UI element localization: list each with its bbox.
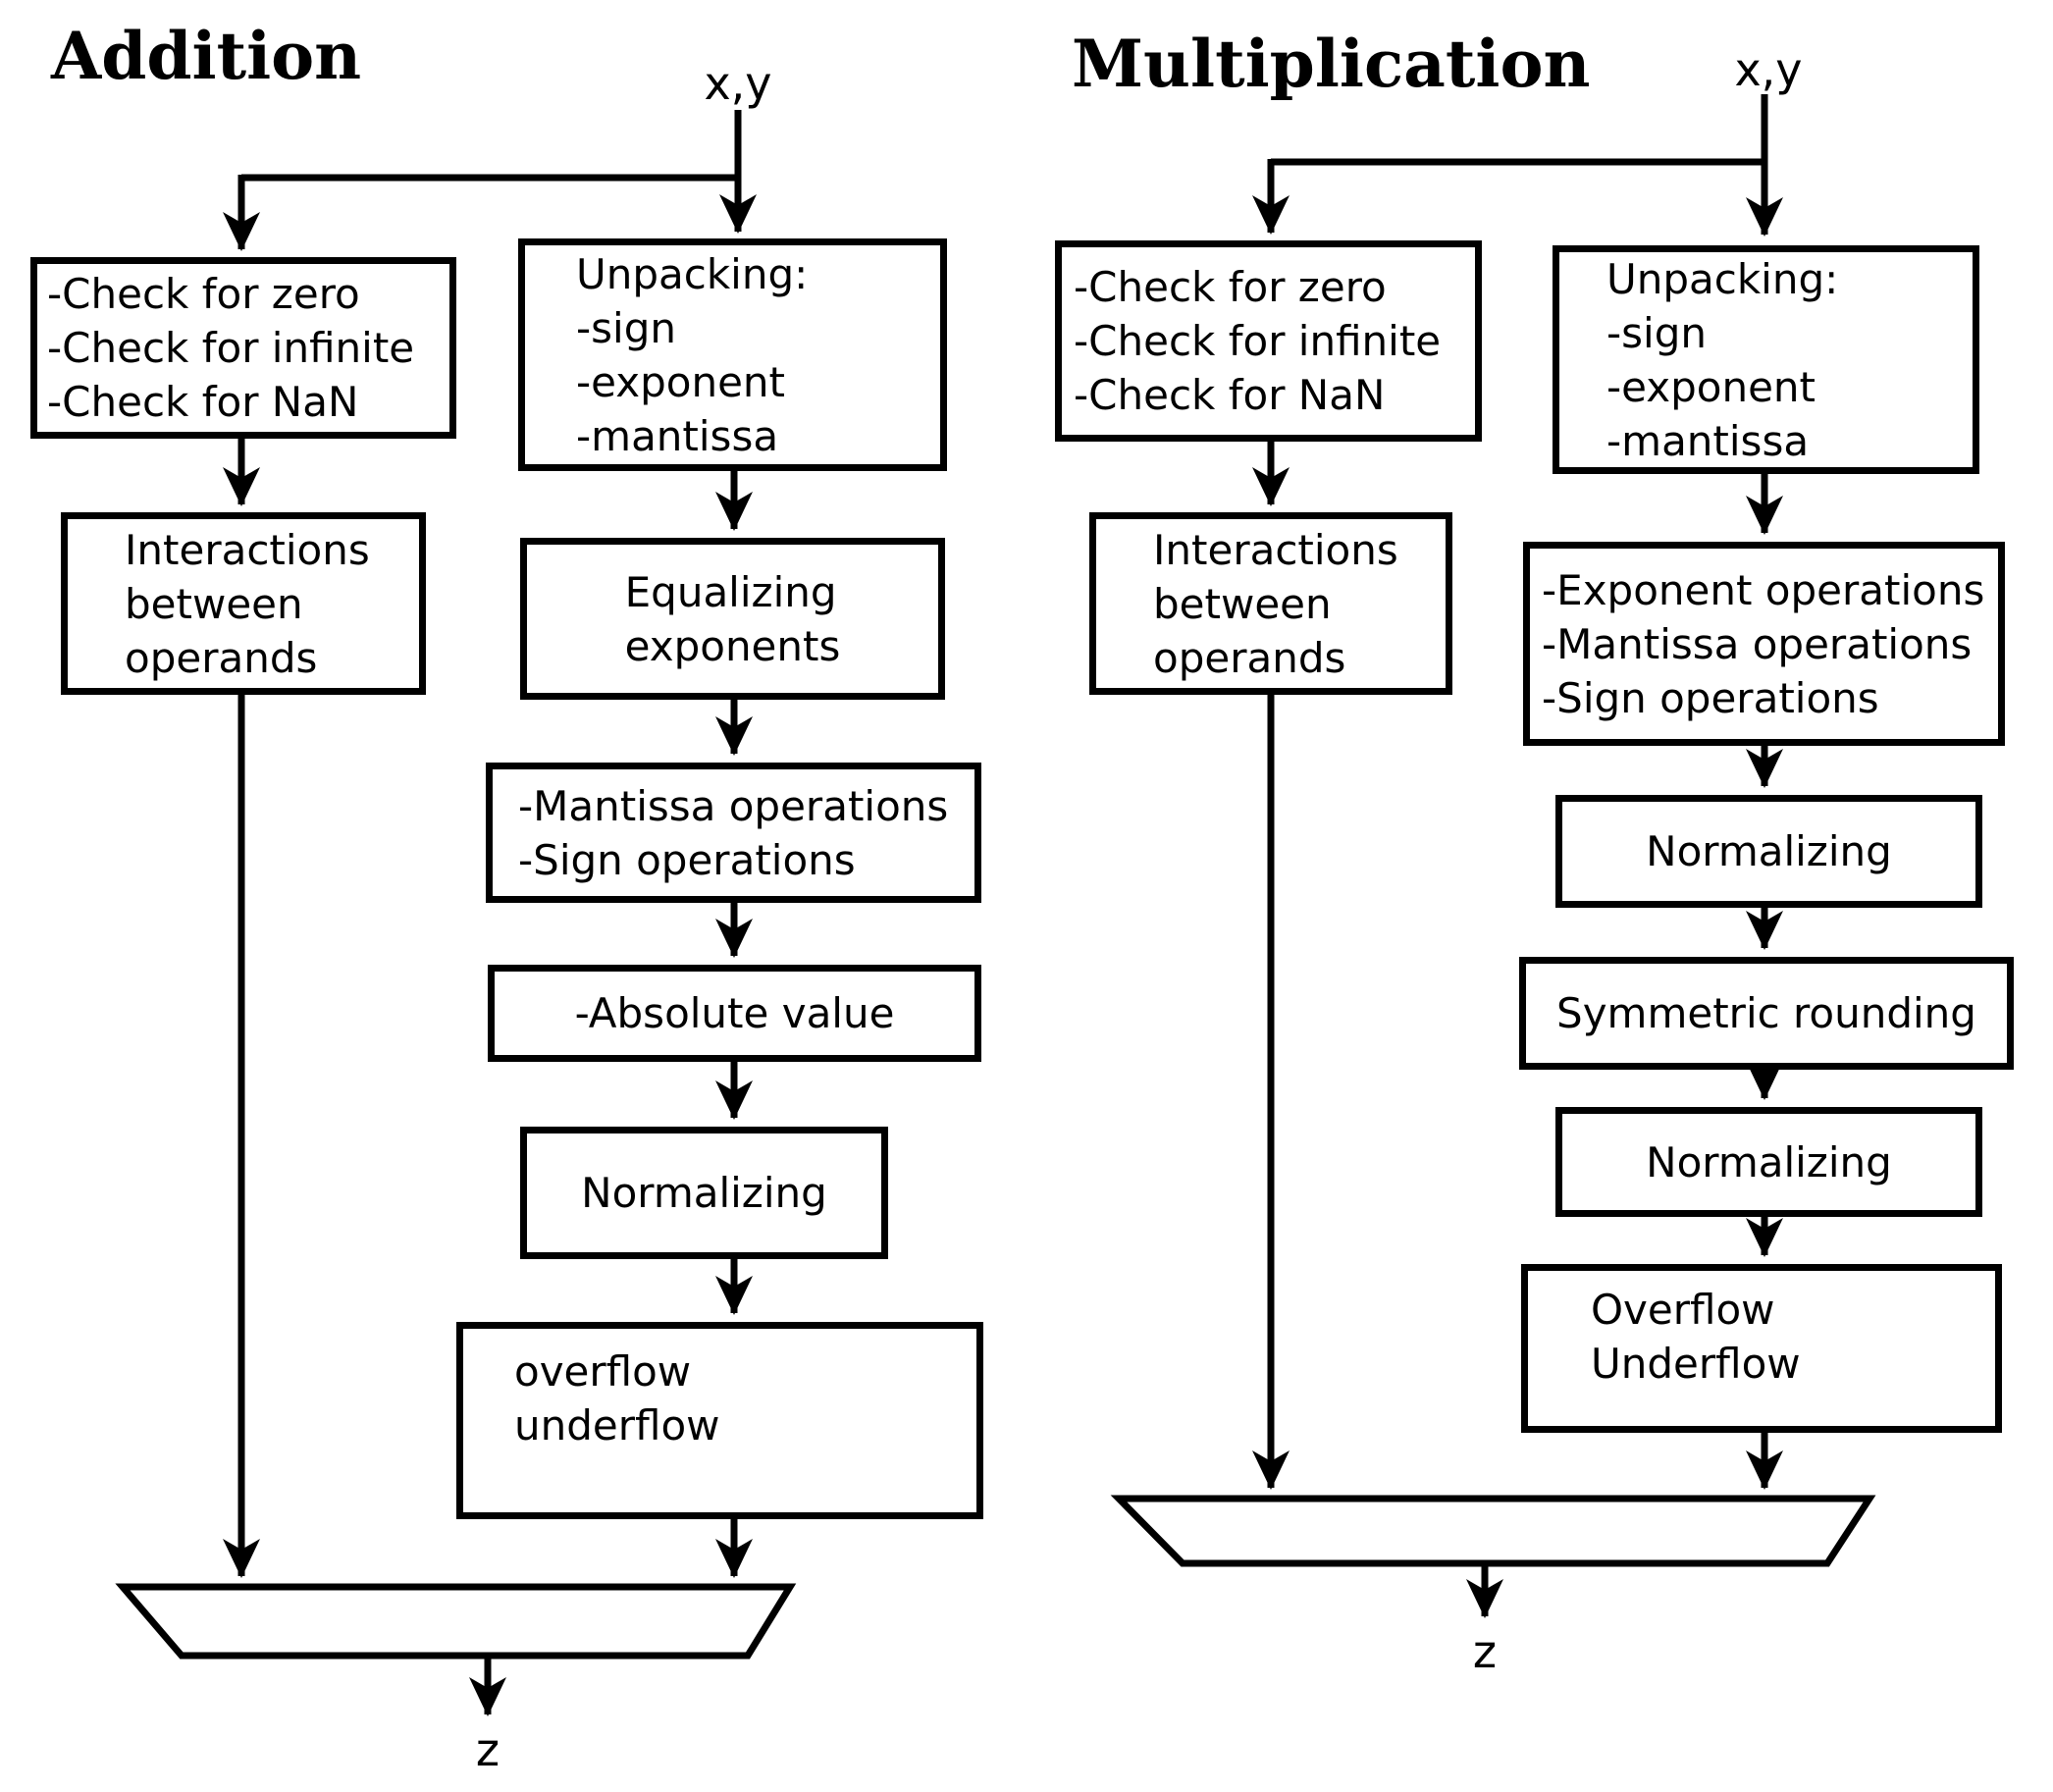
box-line: -Mantissa operations bbox=[1542, 619, 1973, 668]
box-line: between bbox=[125, 579, 303, 628]
multiplication-unpacking-box: Unpacking: -sign -exponent -mantissa bbox=[1553, 245, 1979, 474]
box-line: Equalizing bbox=[624, 567, 837, 616]
addition-check-box: -Check for zero -Check for infinite -Che… bbox=[30, 257, 456, 439]
addition-normalizing-box: Normalizing bbox=[520, 1127, 888, 1259]
box-line: operands bbox=[1153, 633, 1346, 682]
box-line: Overflow bbox=[1591, 1286, 1775, 1334]
multiplication-title: Multiplication bbox=[1072, 26, 1591, 102]
box-line: Normalizing bbox=[581, 1169, 827, 1217]
addition-interactions-box: Interactions between operands bbox=[61, 512, 426, 695]
addition-mantissa-sign-box: -Mantissa operations -Sign operations bbox=[486, 763, 981, 903]
multiplication-normalizing-box-1: Normalizing bbox=[1555, 795, 1982, 908]
multiplication-output-label: z bbox=[1472, 1625, 1498, 1678]
box-line: -exponent bbox=[1606, 362, 1816, 411]
addition-output-label: z bbox=[475, 1723, 500, 1776]
box-line: overflow bbox=[514, 1347, 692, 1396]
box-line: -Sign operations bbox=[1542, 673, 1879, 722]
box-line: between bbox=[1153, 579, 1332, 628]
box-line: Normalizing bbox=[1646, 827, 1892, 875]
multiplication-check-box: -Check for zero -Check for infinite -Che… bbox=[1055, 240, 1482, 442]
box-line: Unpacking: bbox=[576, 249, 809, 298]
box-line: -mantissa bbox=[1606, 416, 1810, 465]
box-line: Normalizing bbox=[1646, 1137, 1892, 1186]
box-line: -Sign operations bbox=[518, 835, 856, 884]
box-line: -sign bbox=[1606, 308, 1707, 357]
multiplication-normalizing-box-2: Normalizing bbox=[1555, 1107, 1982, 1217]
box-line: Interactions bbox=[1153, 525, 1398, 574]
addition-input-label: x,y bbox=[704, 57, 772, 110]
addition-unpacking-box: Unpacking: -sign -exponent -mantissa bbox=[518, 238, 947, 471]
addition-absolute-value-box: -Absolute value bbox=[488, 965, 981, 1062]
box-line: -mantissa bbox=[576, 411, 779, 460]
add-mux-trapezoid bbox=[115, 1583, 797, 1660]
box-line: -Check for NaN bbox=[1074, 371, 1386, 419]
multiplication-input-label: x,y bbox=[1734, 43, 1803, 96]
mult-mux-trapezoid bbox=[1110, 1495, 1876, 1567]
box-line: Interactions bbox=[125, 525, 370, 574]
box-line: -Check for infinite bbox=[47, 324, 415, 372]
box-line: Unpacking: bbox=[1606, 254, 1839, 303]
addition-equalizing-box: Equalizing exponents bbox=[520, 538, 945, 700]
box-line: Underflow bbox=[1591, 1340, 1801, 1388]
box-line: -sign bbox=[576, 303, 676, 352]
box-line: Symmetric rounding bbox=[1556, 989, 1976, 1037]
multiplication-interactions-box: Interactions between operands bbox=[1089, 512, 1452, 695]
box-line: underflow bbox=[514, 1401, 720, 1449]
multiplication-operations-box: -Exponent operations -Mantissa operation… bbox=[1523, 542, 2005, 746]
addition-title: Addition bbox=[51, 18, 362, 94]
box-line: -Check for zero bbox=[47, 270, 360, 318]
box-line: -Check for NaN bbox=[47, 378, 359, 426]
box-line: -exponent bbox=[576, 357, 786, 406]
box-line: -Check for zero bbox=[1074, 263, 1387, 311]
multiplication-overflow-underflow-box: Overflow Underflow bbox=[1521, 1264, 2002, 1433]
box-line: -Mantissa operations bbox=[518, 781, 949, 830]
box-line: -Absolute value bbox=[574, 989, 895, 1037]
box-line: operands bbox=[125, 633, 318, 682]
box-line: -Exponent operations bbox=[1542, 565, 1985, 614]
box-line: -Check for infinite bbox=[1074, 317, 1442, 365]
multiplication-symmetric-rounding-box: Symmetric rounding bbox=[1519, 957, 2014, 1070]
box-line: exponents bbox=[624, 621, 841, 670]
addition-overflow-underflow-box: overflow underflow bbox=[456, 1322, 983, 1519]
